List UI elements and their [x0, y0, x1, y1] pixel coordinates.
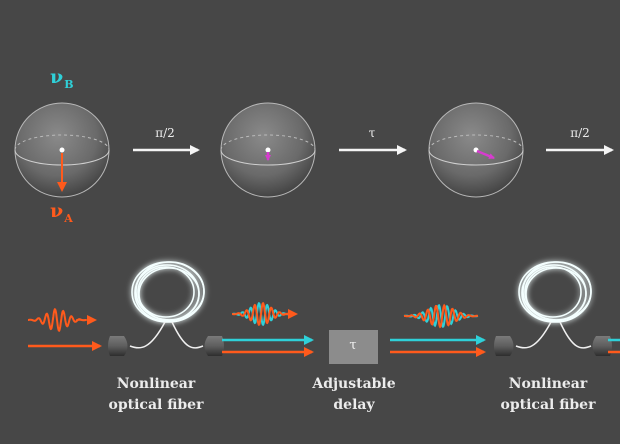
nu-a-label: νA — [50, 200, 73, 225]
fiber-coil-2 — [494, 261, 612, 356]
bloch-sphere-2 — [220, 102, 316, 198]
caption-fiber-1: Nonlinear optical fiber — [108, 376, 204, 413]
pulse-label-1: π/2 — [155, 126, 175, 140]
wave-packet-orange-2 — [404, 303, 478, 329]
bloch-sphere-3 — [428, 102, 524, 198]
fiber-coil-1 — [108, 261, 224, 356]
nu-b-label: νB — [50, 66, 74, 91]
delay-box-label: τ — [349, 338, 357, 353]
state-vector-rotated — [476, 149, 495, 160]
pulse-label-3: π/2 — [570, 126, 590, 140]
bloch-sphere-1 — [14, 102, 110, 198]
wave-packet-orange-1 — [232, 302, 290, 326]
caption-delay: Adjustable delay — [312, 376, 396, 413]
pulse-label-2: τ — [368, 126, 376, 140]
caption-fiber-2: Nonlinear optical fiber — [500, 376, 596, 413]
delay-box — [329, 330, 378, 364]
input-wave-packet — [28, 308, 86, 332]
